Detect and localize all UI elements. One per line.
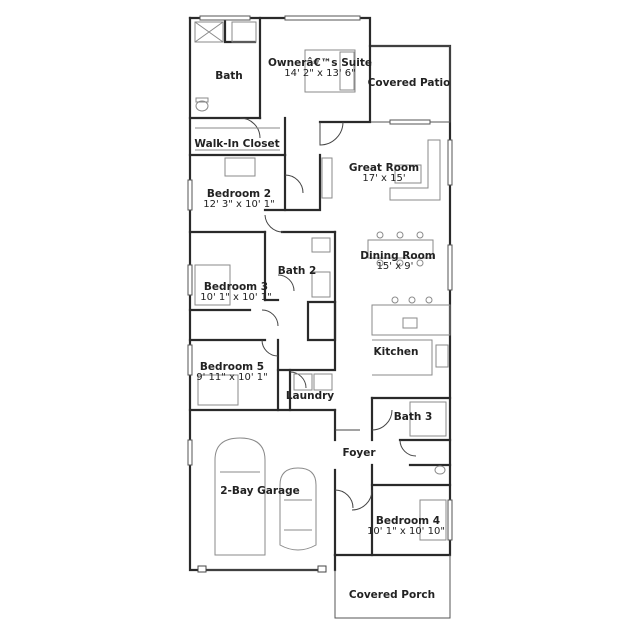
room-dims-bedroom-5: 9' 11" x 10' 1" xyxy=(196,372,268,383)
covered-porch-outline xyxy=(334,555,451,619)
bath-fixtures xyxy=(194,21,257,112)
fireplace xyxy=(321,157,333,199)
room-name-bath-2: Bath 2 xyxy=(277,265,317,277)
closet-shelving xyxy=(195,127,280,151)
great-room-sofa xyxy=(389,139,441,201)
room-name-walk-in-closet: Walk-In Closet xyxy=(194,138,280,150)
bath2-fixtures xyxy=(311,237,331,298)
room-name-bath-3: Bath 3 xyxy=(393,411,433,423)
windows xyxy=(187,15,453,541)
bed-bedroom4 xyxy=(419,499,447,541)
laundry-appliances xyxy=(293,373,333,391)
garage-door-opening xyxy=(197,565,327,573)
kitchen-island xyxy=(371,296,451,376)
room-name-covered-porch: Covered Porch xyxy=(348,589,436,601)
room-dims-dining-room: 15' x 9' xyxy=(376,261,414,272)
room-name-laundry: Laundry xyxy=(285,390,335,402)
bed-bedroom3 xyxy=(194,264,231,306)
interior-walls xyxy=(188,16,452,557)
room-dims-bedroom-2: 12' 3" x 10' 1" xyxy=(203,199,275,210)
room-name-2-bay-garage: 2-Bay Garage xyxy=(220,485,300,497)
room-dims-great-room: 17' x 15' xyxy=(362,173,406,184)
room-name-bedroom-3: Bedroom 3 xyxy=(203,281,269,293)
room-name-owners-suite: Ownerâ€™s Suite xyxy=(268,57,372,69)
garage-car-left xyxy=(214,437,266,556)
owners-bed xyxy=(304,49,356,93)
room-dims-owners-suite: 14' 2" x 13' 6" xyxy=(284,68,356,79)
room-name-bath: Bath xyxy=(215,70,243,82)
room-name-covered-patio: Covered Patio xyxy=(367,77,451,89)
bath3-fixtures xyxy=(409,401,447,475)
room-name-dining-room: Dining Room xyxy=(360,250,436,262)
room-name-great-room: Great Room xyxy=(348,162,420,174)
room-dims-bedroom-4: 10' 1" x 10' 10" xyxy=(367,526,445,537)
room-name-foyer: Foyer xyxy=(342,447,376,459)
doors xyxy=(239,117,417,511)
bed-bedroom2 xyxy=(224,157,256,177)
dining-table xyxy=(367,231,434,267)
room-dims-bedroom-3: 10' 1" x 10' 1" xyxy=(200,292,272,303)
bed-bedroom5 xyxy=(197,374,239,406)
garage-car-right xyxy=(279,467,317,551)
room-name-bedroom-4: Bedroom 4 xyxy=(375,515,441,527)
room-name-kitchen: Kitchen xyxy=(373,346,419,358)
room-name-bedroom-5: Bedroom 5 xyxy=(199,361,265,373)
room-name-bedroom-2: Bedroom 2 xyxy=(206,188,272,200)
